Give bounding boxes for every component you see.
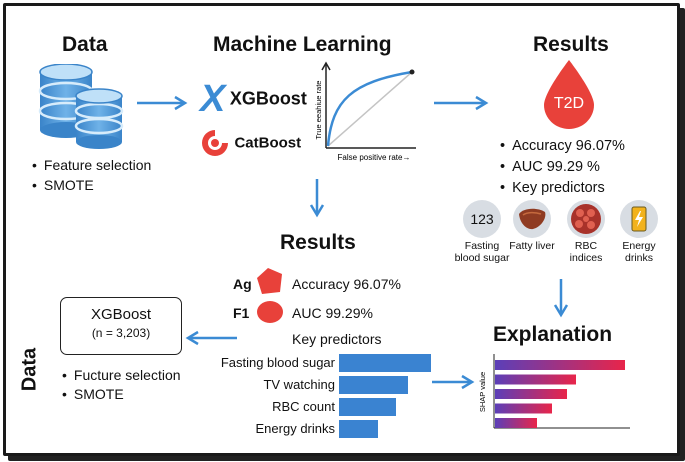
bar-label: TV watching [263,377,335,392]
shap-bar [495,403,552,414]
metric-text: Accuracy 96.07% [292,276,401,292]
bullet-item: Key predictors [500,178,625,199]
bottom-bullets: Fucture selection SMOTE [62,366,184,404]
data-heading: Data [62,33,108,56]
bullet-item: Fucture selection [62,366,184,385]
xgboost-model-box: XGBoost (n = 3,203) [60,297,182,355]
xgboost-box-title: XGBoost [90,306,152,323]
predictor-label: Energy drinks [622,240,656,264]
roc-y-label: True eeahiue rate [314,81,323,140]
shap-bar [495,389,567,399]
red-badge-icon [257,301,283,323]
bar-label: Energy drinks [255,421,335,436]
roc-x-label: False positive rate→ [338,153,411,162]
shap-bar [495,374,576,385]
middle-results-heading: Results [280,231,356,254]
predictor-label: Fasting blood sugar [454,240,510,264]
data-side-label-text: Data [18,347,41,392]
xgboost-logo: X XGBoost [200,80,307,120]
xgboost-logo-text: XGBoost [229,88,307,109]
energy-drink-icon [620,200,658,238]
bar [339,376,408,394]
bar [339,354,431,372]
metric-tag: Ag [233,276,252,292]
arrow-right-icon [432,374,475,390]
data-side-label: Data [18,340,42,400]
metric-text: AUC 99.29% [292,305,373,321]
database-icon [38,64,124,149]
arrow-right-icon [434,95,489,111]
drop-label: T2D [553,95,585,112]
liver-icon [513,200,551,238]
shap-bar [495,360,625,370]
predictor-label: RBC indices [569,240,603,264]
bar-label: Fasting blood sugar [220,355,335,370]
shap-chart: SHAP value [478,354,630,429]
bar [339,398,396,416]
results-heading: Results [533,33,609,56]
bullet-item: SMOTE [32,175,151,195]
results-bullets: Accuracy 96.07% AUC 99.29 % Key predicto… [500,136,625,199]
bar-label: RBC count [272,399,335,414]
key-predictors-label: Key predictors [292,331,382,347]
xgboost-logo-mark: X [200,78,226,120]
metric-tag: F1 [233,305,250,321]
catboost-logo: CatBoost [200,128,301,158]
arrow-left-icon [185,330,237,346]
data-bullets: Feature selection SMOTE [32,155,151,195]
catboost-logo-text: CatBoost [234,134,302,152]
shap-bar [495,418,537,428]
arrow-down-icon [309,179,325,218]
ml-heading: Machine Learning [213,33,392,56]
number-123-icon: 123 [463,200,501,238]
red-badge-icon [257,268,282,294]
blood-drop-icon: T2D [540,58,598,130]
red-blood-cells-icon [567,200,605,238]
arrow-right-icon [137,95,188,111]
catboost-icon [202,130,228,156]
predictor-label: Fatty liver [509,240,555,252]
bullet-item: SMOTE [62,385,184,404]
bullet-item: Feature selection [32,155,151,175]
roc-curve-chart: True eeahiue rate False positive rate→ [314,61,416,162]
bar [339,420,378,438]
shap-bars [495,360,625,428]
bullet-item: Accuracy 96.07% [500,136,625,157]
arrow-down-icon [553,279,569,318]
xgboost-box-sub: (n = 3,203) [91,326,151,340]
shap-y-label: SHAP value [478,372,487,412]
number-123-glyph: 123 [470,211,494,227]
explanation-heading: Explanation [493,323,613,346]
bullet-item: AUC 99.29 % [500,157,625,178]
